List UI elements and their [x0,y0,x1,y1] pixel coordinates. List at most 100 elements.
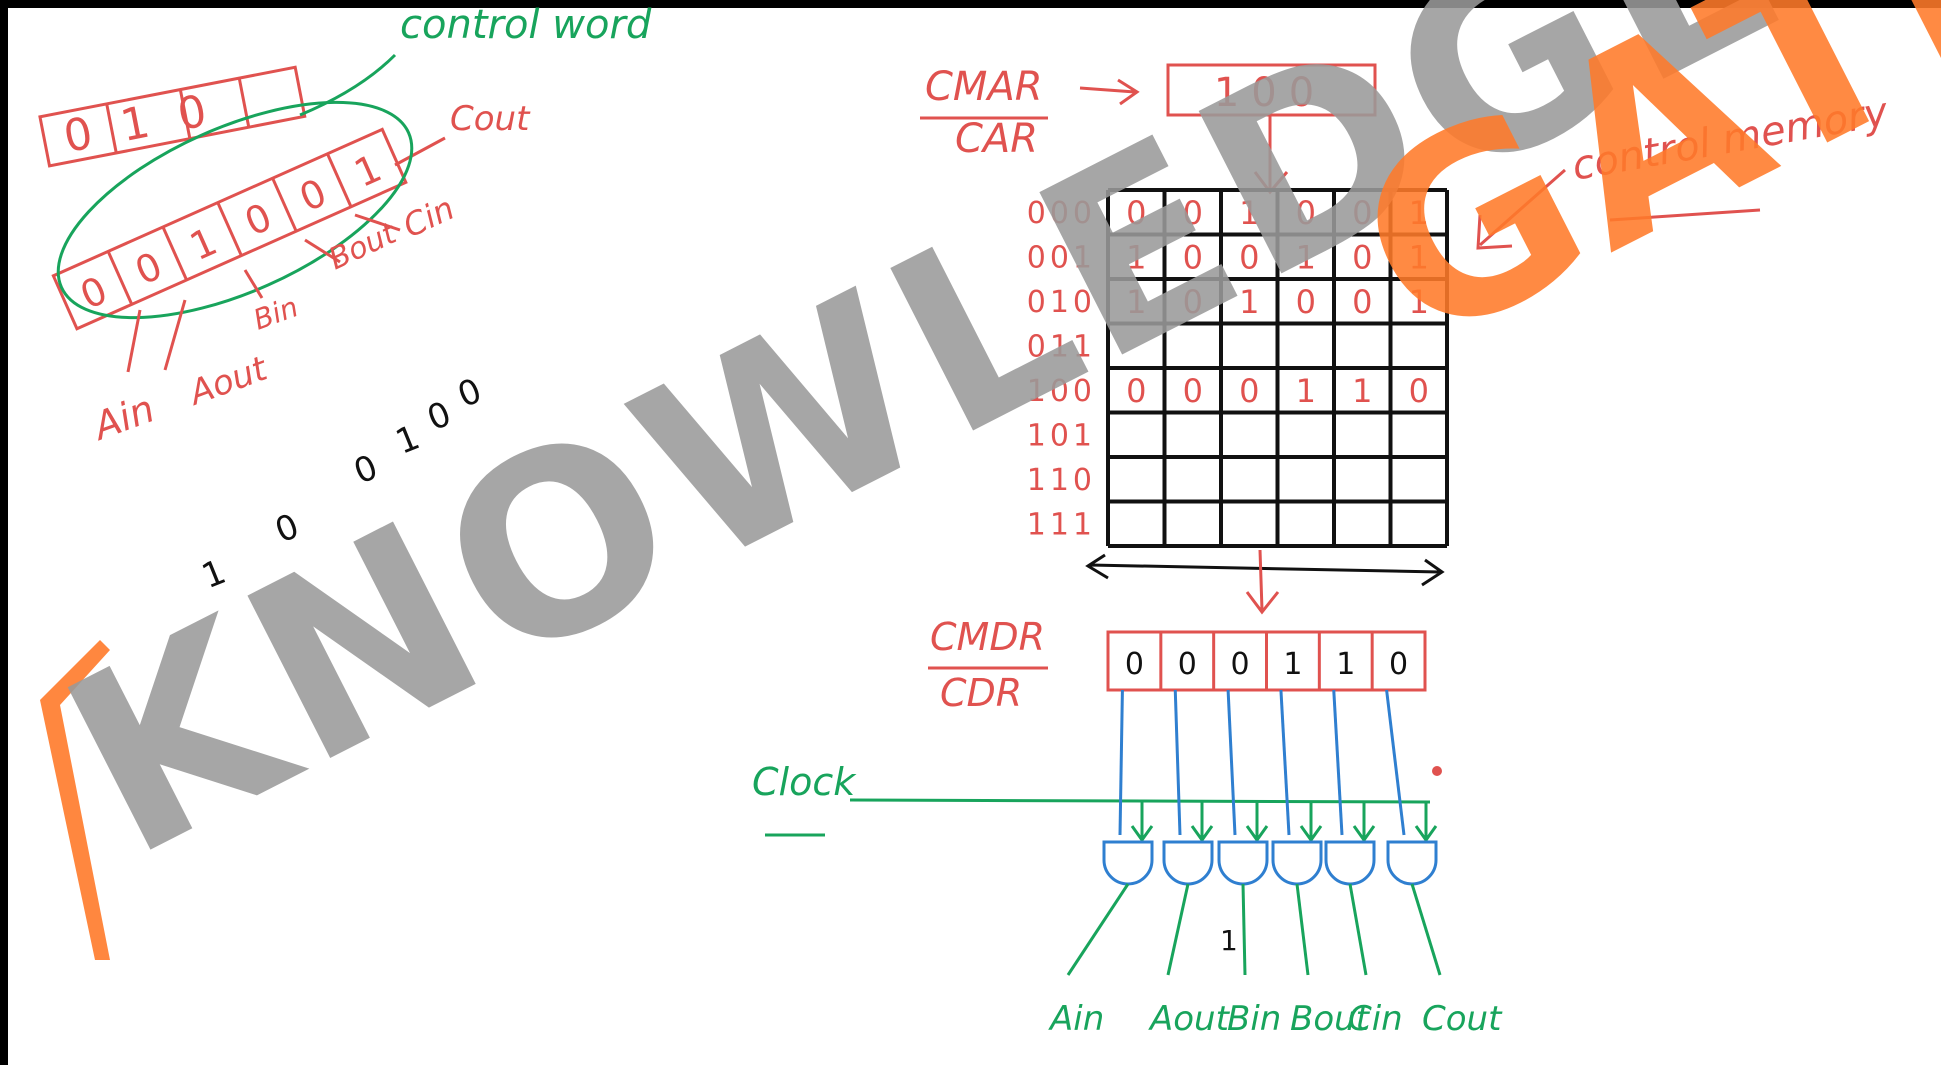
clock-label: Clock [752,760,857,804]
memory-cell: 0 [1296,194,1316,232]
output-label: Ain [1048,999,1104,1039]
memory-cell: 0 [1409,372,1429,410]
cmdr-label: CMDR [930,615,1045,659]
output-label: Cout [1422,999,1503,1039]
whiteboard [8,8,1941,1065]
cmar-block: CMAR CAR 100 [920,63,1377,195]
memory-address: 011 [1027,330,1096,365]
output-label: Aout [1148,999,1231,1039]
top-register-value: 010 [60,80,241,163]
pointer-dot [1432,766,1442,776]
memory-cell: 0 [1183,283,1203,321]
output-label: Bout [1290,999,1371,1039]
memory-cell: 0 [1239,372,1259,410]
gate-output-wire [1241,883,1247,976]
width-double-arrow [1085,553,1445,587]
field-label-bin: Bin [249,290,302,336]
memory-address: 000 [1027,196,1096,231]
memory-address: 111 [1027,508,1096,543]
cmdr-bit: 0 [1178,647,1197,682]
memory-address: 101 [1027,419,1096,454]
clock-tap [1352,802,1376,843]
memory-cell: 1 [1409,283,1429,321]
memory-cell: 1 [1239,283,1259,321]
memory-cell: 1 [1126,283,1146,321]
field-label-cin: Cin [397,189,460,245]
cmar-arrow [1079,78,1140,106]
clock-tap [1130,802,1154,843]
bit-wire [1332,689,1344,836]
control-word-pointer [299,53,397,117]
control-word-label: control word [400,2,652,48]
cmar-value: 100 [1214,70,1326,116]
control-word-ellipse [56,100,414,320]
gate-output-wire [1410,883,1442,976]
cmdr-bit: 1 [1283,647,1302,682]
memory-cell: 0 [1126,194,1146,232]
memory-cell: 0 [1183,372,1203,410]
bit-wire [1385,689,1406,836]
memory-cell: 0 [1352,194,1372,232]
loose-digit: 0 [452,371,487,416]
memory-cell: 1 [1352,372,1372,410]
clock-tap [1245,802,1269,843]
watermark-bracket [40,640,110,960]
bit-wire [1226,689,1237,836]
clock-line: Clock [752,760,1431,837]
gate-output-wire [1066,883,1130,976]
gate-output-wire [1348,883,1368,976]
loose-digit: 0 [422,394,457,439]
control-word-bit: 0 [129,243,169,293]
memory-cell: 1 [1296,372,1316,410]
and-gate [1271,840,1323,886]
memory-cell: 1 [1296,239,1316,277]
memory-cell: 0 [1296,283,1316,321]
memory-cell: 1 [1126,239,1146,277]
cmdr-bit: 0 [1231,647,1250,682]
car-label: CAR [955,116,1038,162]
memory-cell: 0 [1183,194,1203,232]
output-label: Bin [1227,999,1281,1039]
cmdr-bit: 0 [1389,647,1408,682]
memory-cell: 0 [1352,283,1372,321]
and-gate [1162,840,1214,886]
and-gate [1324,840,1376,886]
gate-output-wire [1166,883,1190,976]
gate-output-wire [1295,883,1310,976]
memory-cell: 0 [1239,239,1259,277]
control-word-bit: 1 [183,219,223,269]
memory-address: 001 [1027,241,1096,276]
cmdr-bit: 1 [1336,647,1355,682]
field-label-ain: Ain [85,386,160,449]
memory-cell: 1 [1409,194,1429,232]
memory-address: 010 [1027,285,1096,320]
clock-tap [1299,802,1323,843]
cdr-label: CDR [940,671,1022,715]
clock-tap [1190,802,1214,843]
memory-cell: 0 [1352,239,1372,277]
memory-cell: 0 [1126,372,1146,410]
bit-wire [1118,689,1124,836]
cmdr-bit: 0 [1125,647,1144,682]
cmar-label: CMAR [925,64,1043,110]
memory-cell: 0 [1183,239,1203,277]
stray-mark: 1 [1220,924,1238,957]
and-gate [1102,840,1154,886]
bit-wire [1279,689,1291,836]
control-word-bit: 0 [293,170,333,220]
memory-address: 100 [1027,374,1096,409]
and-gate [1386,840,1438,886]
clock-tap [1414,802,1438,843]
memory-address: 110 [1027,463,1096,498]
memory-cell: 1 [1239,194,1259,232]
control-word-bit: 1 [348,146,388,196]
control-word-bit: 0 [238,195,278,245]
output-label: Cin [1348,999,1403,1039]
top-register: 010 [38,65,307,168]
memory-to-cmdr-arrow [1245,549,1280,615]
memory-cell: 1 [1409,239,1429,277]
